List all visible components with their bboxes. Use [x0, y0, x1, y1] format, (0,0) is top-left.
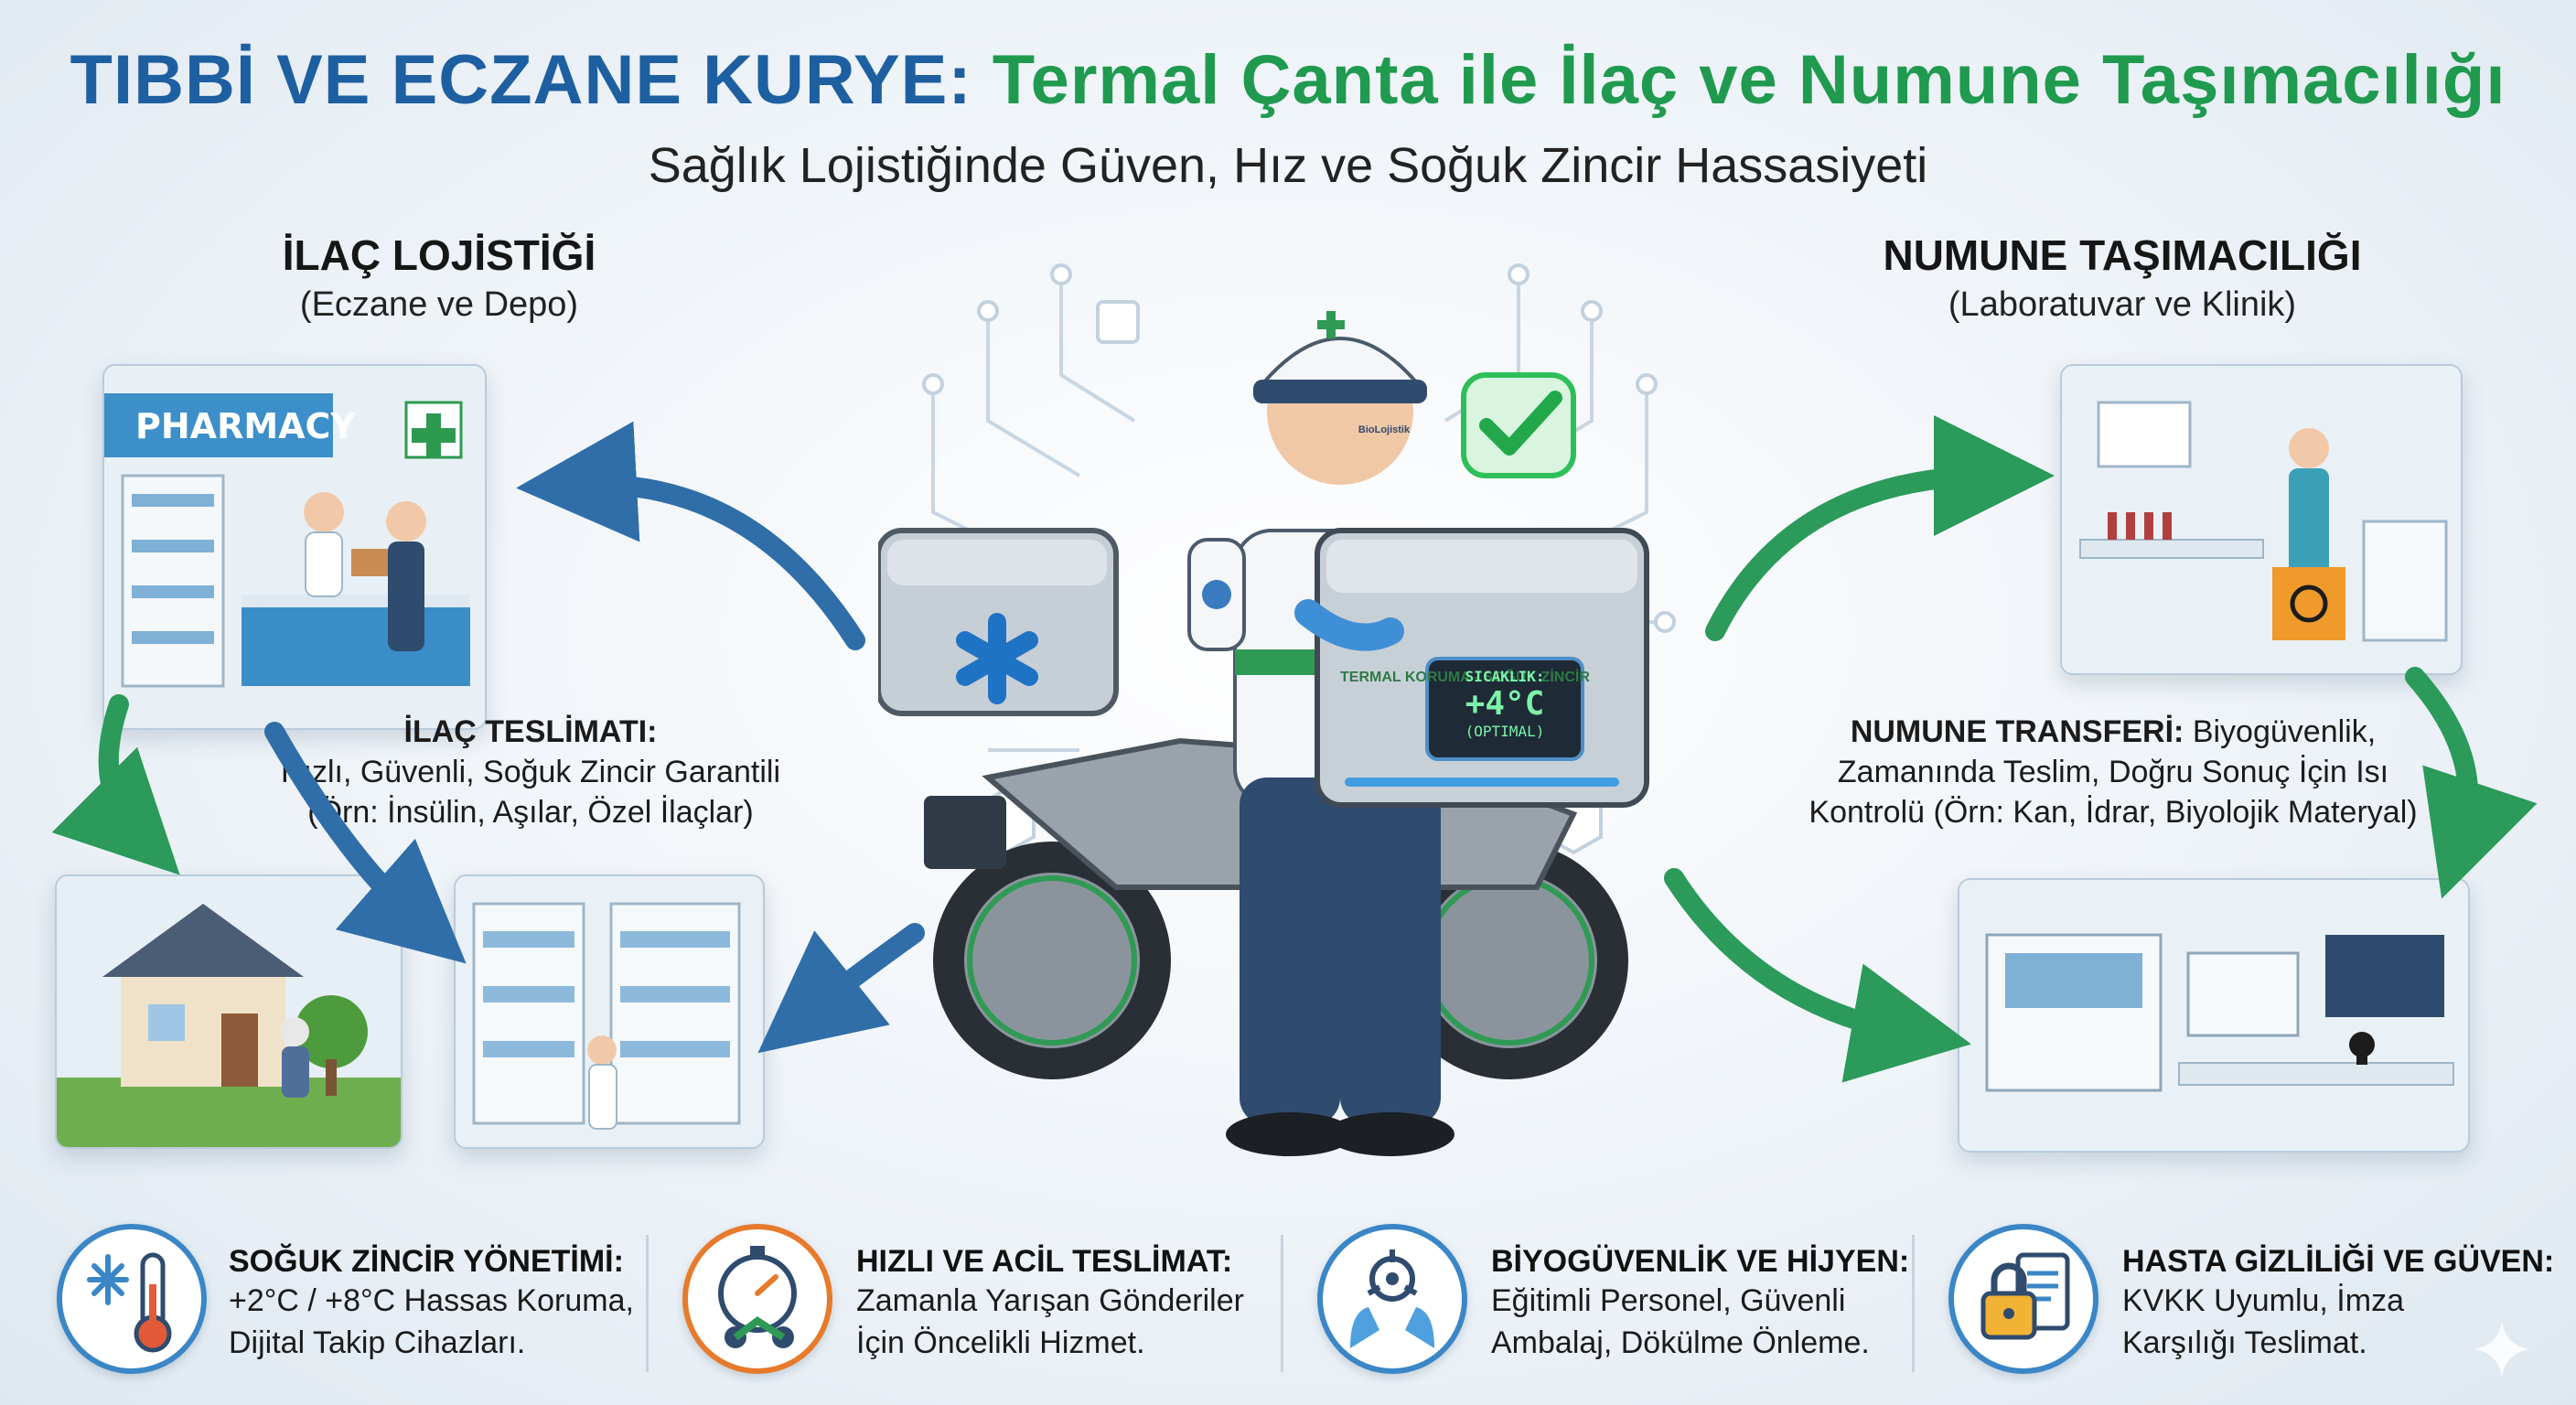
left-section-subtitle: (Eczane ve Depo) — [299, 285, 579, 324]
feature-title: BİYOGÜVENLİK VE HİJYEN: — [1491, 1244, 1910, 1279]
cap-cross-icon — [1317, 311, 1345, 338]
feature-line1: +2°C / +8°C Hassas Koruma, — [229, 1283, 634, 1318]
warehouse-illustration — [456, 876, 763, 1147]
left-delivery-caption: İLAÇ TESLİMATI: Hızlı, Güvenli, Soğuk Zi… — [210, 712, 851, 832]
temperature-readout: SICAKLIK: +4°C (OPTIMAL) — [1427, 660, 1583, 740]
pharmacy-scene: PHARMACY — [102, 364, 487, 730]
left-section-title: İLAÇ LOJİSTİĞİ — [282, 231, 596, 279]
arrow-pharmacy-to-home — [51, 694, 180, 875]
right-section-subtitle: (Laboratuvar ve Klinik) — [1948, 285, 2297, 324]
warehouse-scene — [454, 874, 765, 1149]
home-delivery-scene — [55, 874, 402, 1149]
lab-scene — [2060, 364, 2463, 675]
left-delivery-line2: (Örn: İnsülin, Aşılar, Özel İlaçlar) — [307, 795, 754, 830]
box-label: TERMAL KORUMA - SOĞUK ZİNCİR — [1340, 670, 1590, 685]
page-title: TIBBİ VE ECZANE KURYE: Termal Çanta ile … — [0, 40, 2576, 120]
feature-cold-chain: SOĞUK ZİNCİR YÖNETİMİ: +2°C / +8°C Hassa… — [229, 1244, 634, 1364]
feature-line2: Ambalaj, Dökülme Önleme. — [1491, 1325, 1870, 1360]
right-transfer-line2: Zamanında Teslim, Doğru Sonuç İçin Isı — [1837, 755, 2389, 789]
stopwatch-motorcycle-icon — [682, 1224, 832, 1374]
left-delivery-title: İLAÇ TESLİMATI: — [403, 714, 658, 749]
feature-fast-delivery: HIZLI VE ACİL TESLİMAT: Zamanla Yarışan … — [856, 1244, 1244, 1364]
feature-title: SOĞUK ZİNCİR YÖNETİMİ: — [229, 1244, 624, 1279]
temperature-display — [1425, 657, 1584, 761]
arrow-lab-to-analysis — [2405, 667, 2538, 899]
cap-logo: BioLojistik — [1358, 424, 1411, 435]
right-transfer-line3: Kontrolü (Örn: Kan, İdrar, Biyolojik Mat… — [1809, 795, 2418, 830]
feature-line2: Karşılığı Teslimat. — [2122, 1325, 2367, 1360]
sparkle-icon — [2474, 1321, 2530, 1378]
feature-line2: İçin Öncelikli Hizmet. — [856, 1325, 1145, 1360]
sleeve-badge-icon — [1202, 580, 1231, 609]
feature-divider — [1281, 1235, 1283, 1372]
padlock-document-icon — [1948, 1224, 2098, 1374]
feature-biosafety: BİYOGÜVENLİK VE HİJYEN: Eğitimli Persone… — [1491, 1244, 1909, 1364]
feature-row: SOĞUK ZİNCİR YÖNETİMİ: +2°C / +8°C Hassa… — [0, 1180, 2576, 1405]
right-transfer-line0: NUMUNE TRANSFERİ: Biyogüvenlik, — [1850, 714, 2377, 749]
biohazard-gloves-icon — [1317, 1224, 1467, 1374]
feature-line1: Eğitimli Personel, Güvenli — [1491, 1283, 1846, 1318]
feature-title: HIZLI VE ACİL TESLİMAT: — [856, 1244, 1233, 1279]
thermal-box — [1294, 528, 1649, 808]
pharmacy-illustration — [104, 366, 485, 728]
pharmacy-sign: PHARMACY — [135, 406, 356, 446]
title-part-green: Termal Çanta ile İlaç ve Numune Taşımacı… — [992, 41, 2506, 119]
glove-hand — [1294, 599, 1404, 651]
arrow-pharmacy-to-warehouse — [264, 722, 467, 964]
feature-line1: KVKK Uyumlu, İmza — [2122, 1283, 2404, 1318]
arrow-center-to-pharmacy — [516, 421, 865, 650]
lab-illustration — [2062, 366, 2461, 673]
right-transfer-caption: NUMUNE TRANSFERİ: Biyogüvenlik, Zamanınd… — [1766, 712, 2461, 832]
feature-divider — [646, 1235, 649, 1372]
left-delivery-line1: Hızlı, Güvenli, Soğuk Zincir Garantili — [280, 755, 781, 789]
arrow-center-to-analysis — [1664, 868, 1971, 1083]
feature-privacy: HASTA GİZLİLİĞİ VE GÜVEN: KVKK Uyumlu, İ… — [2122, 1244, 2554, 1364]
temp-label: SICAKLIK: — [1465, 668, 1545, 685]
analysis-lab-scene — [1958, 878, 2470, 1153]
temp-status: (OPTIMAL) — [1465, 723, 1545, 740]
right-section-title: NUMUNE TAŞIMACILIĞI — [1883, 231, 2362, 279]
arrow-center-to-warehouse — [757, 923, 925, 1054]
analysis-lab-illustration — [1959, 880, 2468, 1151]
courier-illustration — [878, 311, 1649, 1156]
thermometer-snowflake-icon — [57, 1224, 207, 1374]
arrow-center-to-lab — [1705, 415, 2055, 641]
star-of-life-icon — [956, 613, 1038, 704]
feature-divider — [1912, 1235, 1915, 1372]
temp-value: +4°C — [1465, 685, 1545, 723]
feature-title: HASTA GİZLİLİĞİ VE GÜVEN: — [2122, 1244, 2555, 1279]
feature-line2: Dijital Takip Cihazları. — [229, 1325, 526, 1360]
page-subtitle: Sağlık Lojistiğinde Güven, Hız ve Soğuk … — [648, 138, 1928, 193]
verified-check-icon — [1461, 372, 1576, 478]
feature-line1: Zamanla Yarışan Gönderiler — [856, 1283, 1244, 1318]
title-part-blue: TIBBİ VE ECZANE KURYE: — [70, 41, 972, 119]
rear-top-case — [878, 528, 1119, 716]
